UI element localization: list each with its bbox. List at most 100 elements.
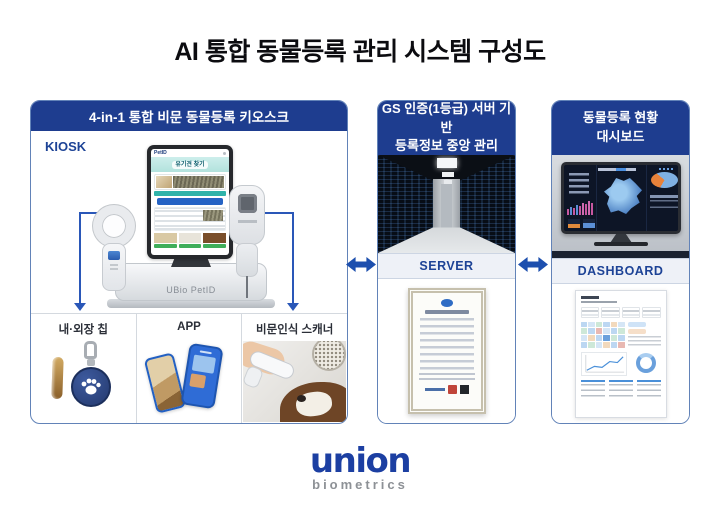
bar [591, 203, 593, 215]
tablet-blue-button [157, 198, 223, 205]
thumb-1 [154, 233, 177, 248]
kiosk-base-label: UBio PetID [166, 285, 216, 295]
thumb-img [203, 233, 227, 243]
bar [588, 201, 590, 215]
bar [582, 203, 584, 215]
nose-scanner-head [229, 185, 265, 245]
cell [595, 335, 602, 341]
server-label-bar: SERVER [378, 253, 515, 279]
bar [573, 208, 575, 215]
microchip-icon [51, 356, 64, 400]
certificate-area [378, 279, 515, 423]
cell [618, 328, 625, 334]
ceiling-light [441, 171, 454, 177]
desk-edge [552, 251, 689, 258]
tablet-banner: 유기견 찾기 [151, 157, 229, 172]
chip-blue [627, 321, 646, 327]
stat-card [580, 306, 599, 318]
cell [610, 321, 617, 328]
logo-tagline: biometrics [312, 477, 408, 493]
chip-reader-ring [93, 205, 135, 247]
cell [580, 321, 587, 328]
report-subtitle-line [580, 300, 617, 303]
nose-scanner-handle [236, 243, 258, 277]
certificate-field-rows [419, 318, 474, 370]
chip-reader-button [110, 268, 118, 270]
certificate-paragraph [418, 373, 475, 382]
stat-card [621, 306, 640, 318]
paw-icon [81, 378, 101, 395]
certificate-signature [424, 388, 445, 391]
column-scanner-label: 비문인식 스캐너 [256, 324, 334, 336]
dog-nose [297, 395, 307, 402]
server-header-line2: 등록정보 중앙 관리 [395, 138, 498, 154]
line-chart-svg [584, 354, 624, 373]
column-app: APP [135, 314, 242, 423]
kiosk-panel-header: 4-in-1 통합 비문 동물등록 키오스크 [31, 101, 347, 131]
scanner-illustration [243, 341, 347, 422]
report-title-line [580, 295, 599, 299]
cell [603, 341, 610, 348]
pie-chart [651, 172, 678, 188]
kiosk-tablet-screen: PetID 유기견 찾기 [151, 149, 229, 255]
cell [618, 341, 625, 348]
server-label: SERVER [419, 259, 474, 273]
bar [567, 209, 569, 215]
cell [588, 328, 595, 334]
phone-app-card [188, 373, 207, 389]
thumb-button [203, 244, 227, 248]
thumb-button [154, 244, 177, 248]
thumb-img [154, 233, 177, 243]
cell [580, 328, 587, 334]
cell [618, 335, 625, 341]
nose-scanner-lens [238, 194, 257, 213]
cell [610, 328, 617, 334]
column-app-label: APP [177, 321, 201, 333]
chip-reader-button [110, 264, 118, 266]
noseprint-thumb-small [203, 210, 223, 221]
certificate-footer [419, 385, 475, 394]
connector-arrow-left [74, 303, 86, 311]
close-icon [223, 151, 226, 155]
bidirectional-arrow-right [518, 257, 548, 272]
report-heat-grid [580, 321, 625, 348]
column-scanner: 비문인식 스캐너 [241, 314, 347, 423]
side-lines [627, 335, 661, 346]
cell [603, 321, 610, 328]
kiosk-panel: 4-in-1 통합 비문 동물등록 키오스크 KIOSK UBio PetID … [30, 100, 348, 424]
noseprint-inset-icon [312, 341, 347, 371]
dashboard-title-accent [616, 168, 626, 171]
monitor-photo [552, 155, 689, 251]
kiosk-base-pedestal [107, 299, 275, 308]
screen-bar-chart [567, 201, 593, 215]
cell [580, 335, 587, 341]
korea-map-chart [604, 178, 642, 214]
tablet-teal-button [154, 191, 226, 196]
dashboard-panel: 동물등록 현황 대시보드 [551, 100, 690, 424]
certificate-title-line [424, 310, 469, 314]
report-donut-wrap [631, 352, 661, 376]
cell [588, 321, 595, 328]
cell [588, 335, 595, 341]
monitor-base [594, 242, 648, 246]
report-area [552, 284, 689, 423]
cell [595, 321, 602, 328]
report-line-chart [580, 351, 627, 376]
screen-divider [646, 165, 647, 231]
thumb-2 [178, 233, 202, 248]
keyring-clasp-icon [84, 341, 97, 359]
keyring-link [87, 359, 95, 366]
bar [570, 207, 572, 215]
bidirectional-arrow-left [346, 257, 376, 272]
mini-table [580, 379, 605, 398]
thumb-3 [203, 233, 227, 248]
connector-arrow-right [287, 303, 299, 311]
pet-tag-icon [71, 367, 111, 407]
noseprint-thumb [173, 176, 224, 188]
cell [588, 341, 595, 348]
connector-line-left-v [79, 212, 81, 304]
chip-reader-screen [108, 251, 120, 260]
company-logo: union biometrics [0, 444, 720, 493]
certificate-crest-icon [440, 299, 453, 307]
bar [585, 204, 587, 215]
